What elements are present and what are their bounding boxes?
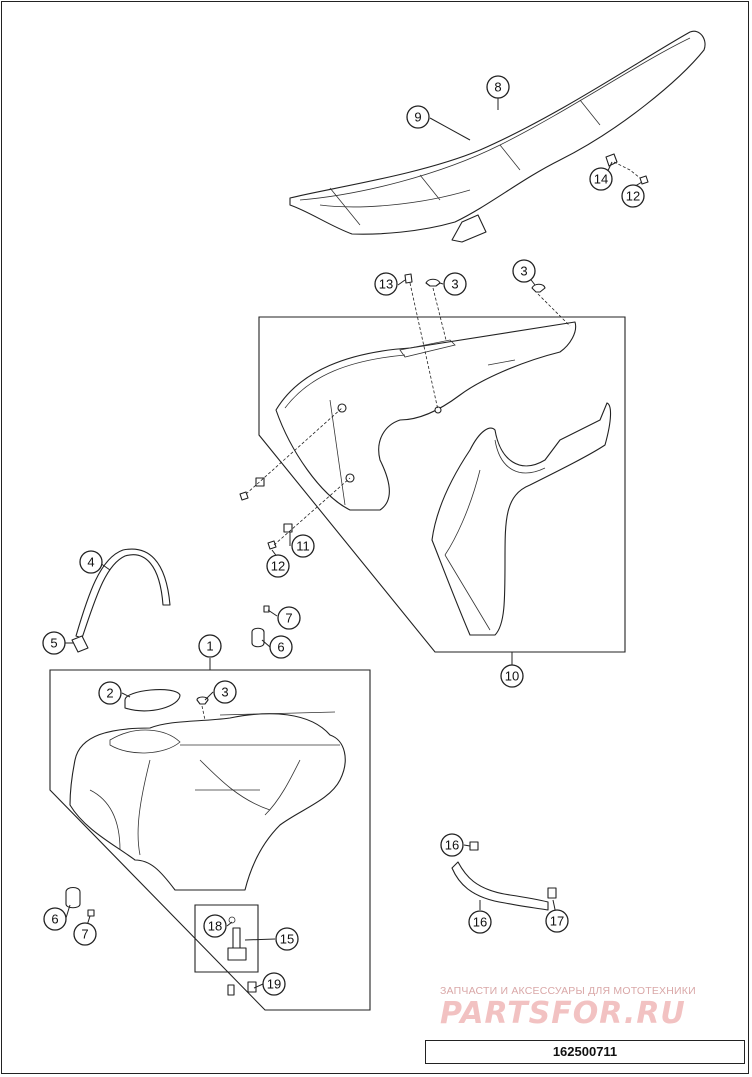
side-cover-fasteners — [239, 273, 571, 550]
svg-text:16: 16 — [473, 915, 487, 930]
svg-text:10: 10 — [505, 669, 519, 684]
svg-text:12: 12 — [626, 189, 640, 204]
callout-10: 10 — [500, 664, 524, 688]
callout-5: 5 — [42, 631, 66, 655]
svg-text:15: 15 — [280, 932, 294, 947]
callout-6-lower: 6 — [43, 907, 67, 931]
watermark-caption: ЗАПЧАСТИ И АКСЕССУАРЫ ДЛЯ МОТОТЕХНИКИ — [440, 985, 696, 997]
callout-4: 4 — [79, 550, 103, 574]
seat-illustration — [289, 30, 706, 243]
callout-7-lower: 7 — [73, 922, 97, 946]
callout-19: 19 — [262, 972, 286, 996]
fuel-tank-illustration — [69, 689, 346, 891]
callout-2: 2 — [98, 681, 122, 705]
svg-text:7: 7 — [81, 927, 88, 942]
fuel-hose-illustration — [451, 841, 557, 911]
callout-3-cover-left: 3 — [443, 272, 467, 296]
fuel-tank-box — [49, 658, 371, 1011]
callout-7-upper: 7 — [277, 606, 301, 630]
bushing-screw-lower — [65, 886, 95, 917]
document-number: 162500711 — [425, 1040, 745, 1064]
callout-11: 11 — [291, 534, 315, 558]
callout-12-side: 12 — [266, 554, 290, 578]
right-side-cover-illustration — [431, 402, 612, 636]
callout-3-cover-right: 3 — [512, 259, 536, 283]
breather-hose-illustration — [71, 548, 171, 653]
svg-text:14: 14 — [594, 172, 608, 187]
svg-text:13: 13 — [379, 277, 393, 292]
watermark-logo: PARTSFOR.RU — [440, 996, 686, 1031]
callout-3-tank: 3 — [213, 680, 237, 704]
callout-18: 18 — [203, 914, 227, 938]
bushing-screw-upper — [251, 605, 270, 648]
callout-12-top: 12 — [621, 184, 645, 208]
fuel-tap-box — [194, 904, 259, 996]
svg-text:16: 16 — [445, 838, 459, 853]
svg-text:18: 18 — [208, 919, 222, 934]
svg-text:3: 3 — [451, 277, 458, 292]
svg-text:5: 5 — [50, 636, 57, 651]
svg-text:11: 11 — [296, 539, 310, 554]
svg-text:3: 3 — [520, 264, 527, 279]
svg-text:7: 7 — [285, 611, 292, 626]
callout-16-top: 16 — [440, 833, 464, 857]
callout-8: 8 — [486, 75, 510, 99]
svg-text:4: 4 — [87, 555, 94, 570]
svg-text:8: 8 — [494, 80, 501, 95]
svg-text:17: 17 — [550, 914, 564, 929]
callout-9: 9 — [406, 105, 430, 129]
svg-text:6: 6 — [277, 640, 284, 655]
svg-text:12: 12 — [271, 559, 285, 574]
callout-1: 1 — [198, 634, 222, 658]
callout-15: 16 — [468, 910, 492, 934]
svg-text:6: 6 — [51, 912, 58, 927]
svg-text:2: 2 — [106, 686, 113, 701]
callout-16-bottom: 17 — [545, 909, 569, 933]
svg-text:19: 19 — [267, 977, 281, 992]
callout-6-upper: 6 — [269, 635, 293, 659]
svg-text:3: 3 — [221, 685, 228, 700]
callout-13: 13 — [374, 272, 398, 296]
callout-17: 15 — [275, 927, 299, 951]
callout-14: 14 — [589, 167, 613, 191]
svg-text:1: 1 — [206, 639, 213, 654]
side-cover-box — [258, 316, 626, 653]
left-side-cover-illustration — [275, 321, 577, 511]
svg-text:9: 9 — [414, 110, 421, 125]
